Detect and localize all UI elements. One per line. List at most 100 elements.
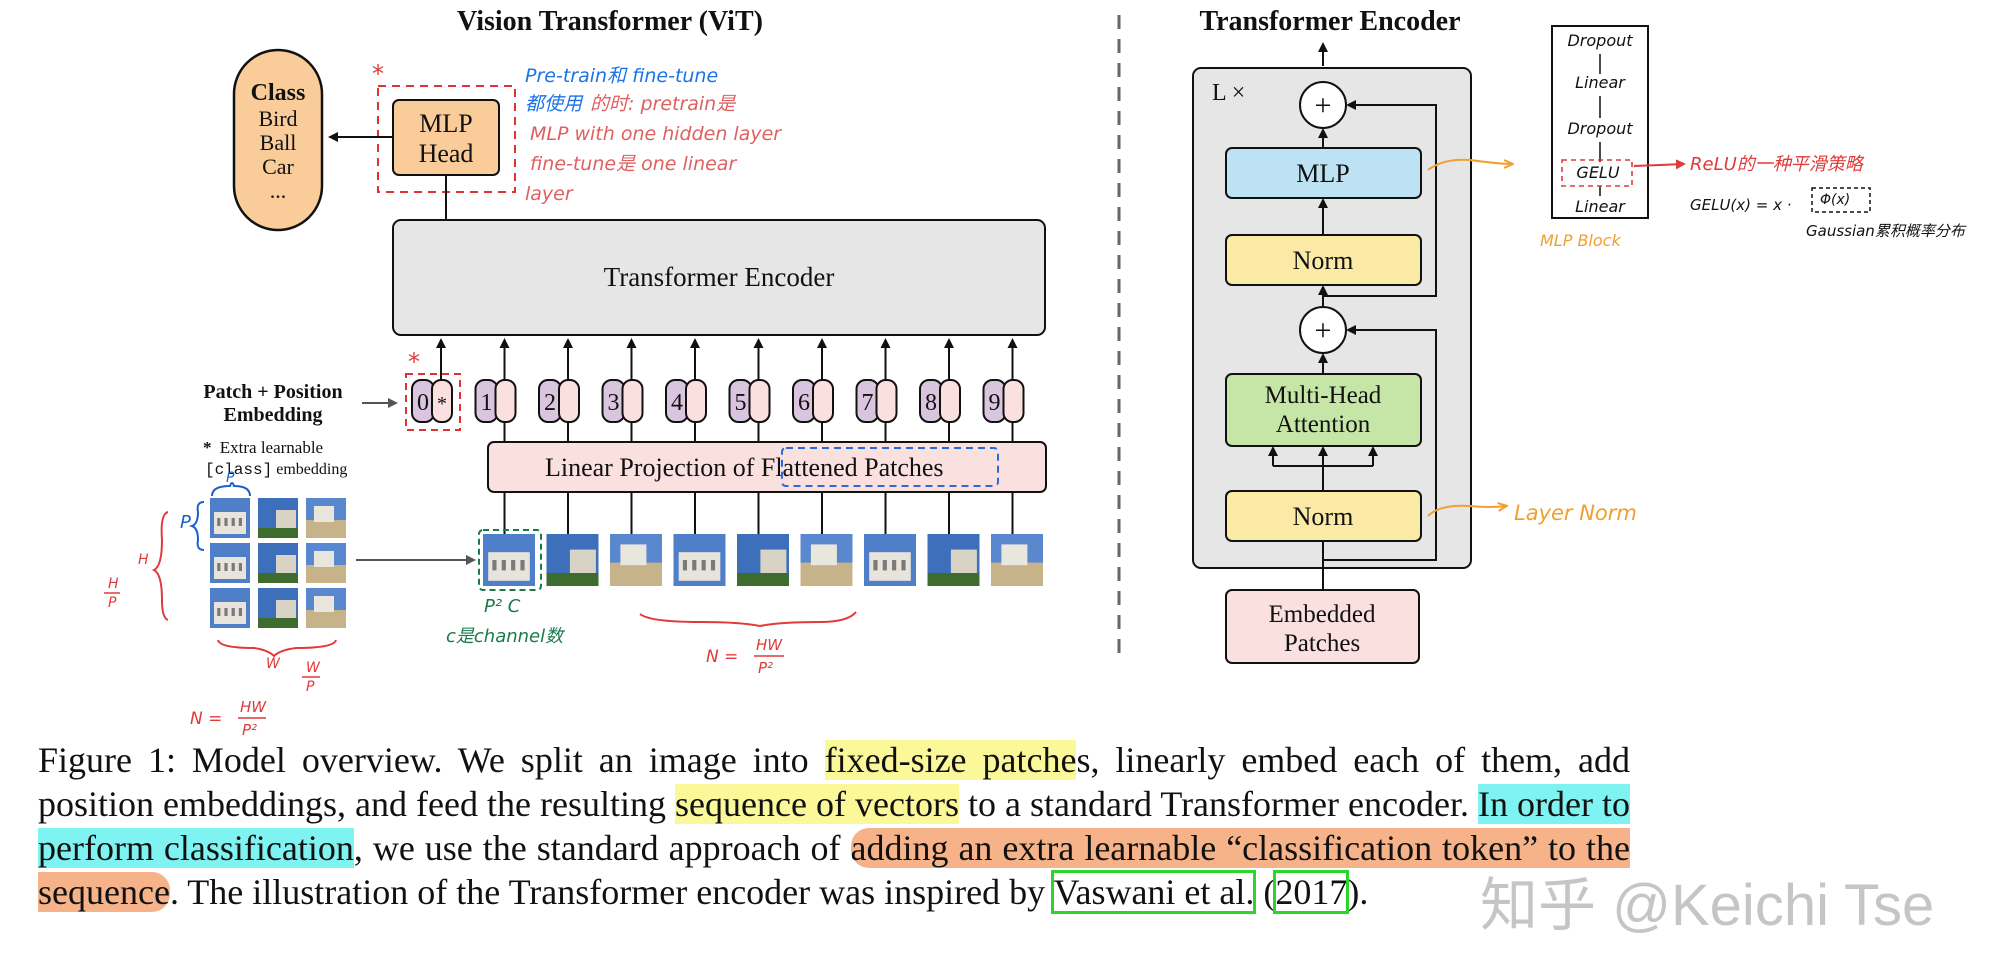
image-grid-patch: [258, 498, 298, 538]
token-index: 6: [798, 390, 810, 416]
token-index: 8: [925, 390, 937, 416]
annot-n-formula: N =: [190, 709, 222, 729]
token-index: 4: [671, 390, 683, 416]
annot-pretrain-red: fine-tune是 one linear: [530, 153, 737, 175]
flattened-patch: [546, 534, 599, 586]
caption-segment[interactable]: Vaswani et al.: [1051, 870, 1257, 914]
annot-p2c: P² C: [484, 596, 521, 617]
annot-mlp-block-item: Linear: [1575, 197, 1626, 216]
class-title: Class: [251, 80, 306, 106]
caption-segment: sequence of vectors: [675, 784, 959, 824]
flattened-patch: [927, 534, 980, 586]
class-item: Car: [262, 154, 294, 179]
annot-p: P: [226, 470, 235, 486]
extra-note-line2: [class] embedding: [205, 461, 347, 479]
flattened-patch: [991, 534, 1043, 586]
annot-pretrain-red: layer: [525, 183, 574, 205]
caption-segment: to a standard Transformer encoder.: [958, 784, 1478, 824]
embedded-patches-box: [1225, 589, 1420, 664]
patch-embedding-token: [494, 379, 517, 423]
extra-note-star: *: [203, 438, 212, 457]
flattened-patch: [610, 534, 662, 586]
patch-embedding-token: [1002, 379, 1025, 423]
vit-title: Vision Transformer (ViT): [457, 6, 763, 37]
annot-h-over-p: P: [108, 595, 117, 611]
encoder-norm-bottom-label: Norm: [1293, 502, 1354, 531]
class-token-dashed-outline: [405, 373, 461, 431]
patch-embedding-token: [621, 379, 644, 423]
token-index: 0: [417, 390, 429, 416]
mlp-head-label: Head: [419, 139, 474, 168]
class-code: [class]: [205, 461, 272, 479]
mlp-head-dashed-outline: [377, 85, 516, 193]
caption-segment: s, linearly embed each of them, add posi…: [38, 740, 1630, 824]
patch-embedding-token: [875, 379, 898, 423]
caption-segment: . The illustration of the Transformer en…: [169, 872, 1054, 912]
image-grid-patch: [258, 543, 298, 583]
annot-phi-dashed-outline: [1811, 187, 1871, 213]
annot-n-formula: HW: [240, 698, 267, 716]
annot-n-formula2: P²: [758, 659, 773, 677]
annot-pretrain-blue: 都使用: [525, 93, 584, 115]
caption-segment: Figure 1: Model overview. We split an im…: [38, 740, 825, 780]
embedded-patches-label: Embedded: [1269, 601, 1376, 628]
extra-note-text: Extra learnable: [220, 438, 323, 457]
annot-h: H: [138, 552, 149, 568]
annot-c-note: c是channel数: [446, 626, 565, 647]
annot-pretrain-red: MLP with one hidden layer: [530, 123, 782, 145]
encoder-mha-label: Multi-Head: [1265, 382, 1382, 409]
annot-mlp-block-item: GELU: [1576, 163, 1619, 182]
annot-w-over-p: W: [306, 660, 321, 676]
patch-pos-label: Embedding: [224, 404, 323, 426]
class-item: ...: [270, 178, 287, 203]
linear-projection-prefix: Linear Projection of: [545, 453, 761, 482]
patch-dashed-outline: [478, 529, 542, 591]
annot-p-top-brace: [211, 482, 251, 497]
class-output-box: Class Bird Ball Car ...: [232, 48, 324, 232]
annot-w-over-p: P: [306, 679, 315, 695]
plus-sign: +: [1315, 89, 1332, 122]
caption-segment[interactable]: 2017: [1273, 870, 1350, 914]
caption-segment: fixed-size patche: [824, 740, 1077, 780]
encoder-mha-label: Attention: [1276, 411, 1371, 438]
extra-note-text: embedding: [272, 461, 347, 478]
annot-mlp-block-caption: MLP Block: [1540, 231, 1621, 250]
annot-w-brace: [217, 639, 337, 658]
annot-gaussian-note: Gaussian累积概率分布: [1806, 222, 1967, 240]
annot-w: W: [266, 656, 281, 672]
patch-embedding-token: [558, 379, 580, 423]
class-item: Ball: [260, 130, 297, 155]
image-grid-patch: [210, 543, 250, 583]
annot-star: *: [408, 348, 420, 376]
annot-h-brace: [151, 511, 169, 621]
flattened-patch: [737, 534, 789, 586]
annot-mlp-block-item: Dropout: [1567, 31, 1633, 50]
patch-pos-label: Patch + Position: [203, 381, 342, 403]
extra-note-line1: * Extra learnable: [203, 438, 323, 457]
class-item: Bird: [258, 106, 297, 131]
embedded-patches-label: Patches: [1284, 630, 1360, 657]
annot-mlp-block-item: Linear: [1575, 73, 1626, 92]
patch-embedding-token: [685, 379, 707, 423]
annot-h-over-p: H: [108, 576, 119, 592]
input-image-grid: [210, 498, 346, 628]
encoder-mlp-label: MLP: [1296, 159, 1349, 188]
token-index: 3: [608, 390, 620, 416]
flattened-patch: [864, 534, 916, 586]
patch-embedding-token: [939, 379, 961, 423]
image-grid-patch: [306, 543, 346, 583]
image-grid-patch: [210, 588, 250, 628]
token-index: 2: [544, 390, 556, 416]
linear-projection-label: Linear Projection of Flattened Patches: [545, 453, 944, 482]
caption-segment: (: [1254, 872, 1276, 912]
flattened-patch-row: [478, 529, 1043, 591]
annot-relu-note: ReLU的一种平滑策略: [1690, 154, 1865, 175]
encoder-title: Transformer Encoder: [1199, 6, 1460, 37]
handwritten-annotations: * * Pre-train和 fine-tune 都使用 的时: pretrai…: [104, 25, 1967, 739]
patch-embedding-token: [431, 379, 453, 423]
annot-mlp-arrow: [1427, 158, 1512, 171]
flattened-patches-dashed-outline: [781, 447, 999, 487]
image-grid-patch: [306, 588, 346, 628]
annot-pretrain-red: 的时: pretrain是: [590, 93, 736, 115]
